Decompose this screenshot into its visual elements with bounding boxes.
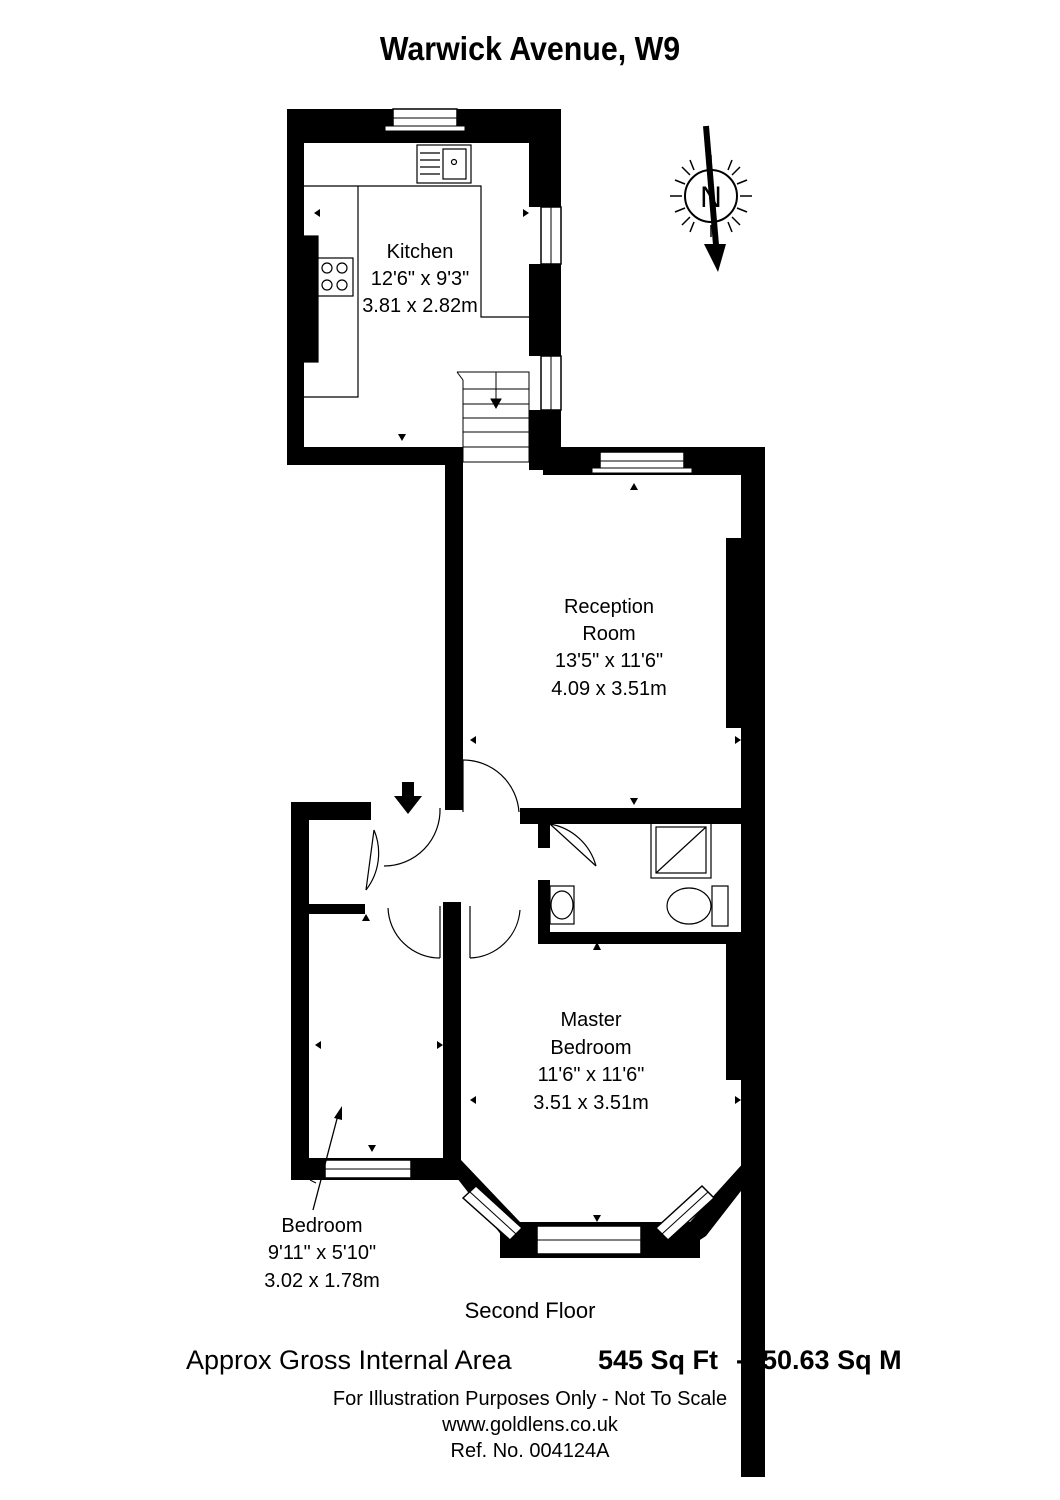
entrance-arrow-icon (394, 782, 422, 814)
area-sq-ft: 545 Sq Ft (598, 1345, 719, 1375)
reception-name-2: Room (582, 623, 635, 645)
floor-name: Second Floor (464, 1298, 596, 1323)
reception-imperial: 13'5" x 11'6" (555, 650, 663, 672)
kitchen-name: Kitchen (387, 241, 454, 263)
master-bedroom-name-2: Bedroom (550, 1037, 631, 1059)
kitchen-imperial: 12'6" x 9'3" (371, 268, 470, 290)
reception-walls (445, 447, 765, 1477)
master-bedroom-label: Master Bedroom 11'6" x 11'6" 3.51 x 3.51… (533, 1009, 649, 1114)
area-sq-m: 50.63 Sq M (762, 1345, 902, 1375)
bay-windows (461, 1184, 716, 1255)
bedroom-label: Bedroom 9'11" x 5'10" 3.02 x 1.78m (264, 1215, 380, 1292)
reception-name-1: Reception (564, 596, 654, 618)
plan-title: Warwick Avenue, W9 (379, 30, 681, 67)
disclaimer: For Illustration Purposes Only - Not To … (332, 1388, 728, 1410)
kitchen-metric: 3.81 x 2.82m (362, 295, 478, 317)
bedroom-imperial: 9'11" x 5'10" (268, 1242, 376, 1264)
kitchen-label: Kitchen 12'6" x 9'3" 3.81 x 2.82m (362, 241, 478, 317)
wall-markers (314, 209, 741, 1222)
master-bedroom-name-1: Master (560, 1009, 621, 1031)
kitchen-side-windows (540, 206, 562, 411)
compass-icon (670, 125, 752, 272)
bathroom-fittings (549, 821, 729, 927)
master-bedroom-imperial: 11'6" x 11'6" (538, 1064, 645, 1086)
stairs (456, 371, 530, 463)
reception-window (591, 451, 693, 474)
bedroom-window (309, 1158, 412, 1184)
master-bedroom-metric: 3.51 x 3.51m (533, 1092, 649, 1114)
bedroom-name: Bedroom (281, 1215, 362, 1237)
hall-walls (291, 802, 746, 1180)
kitchen-units (303, 144, 529, 398)
website: www.goldlens.co.uk (442, 1414, 618, 1436)
area-label: Approx Gross Internal Area (186, 1345, 512, 1375)
bedroom-metric: 3.02 x 1.78m (264, 1270, 380, 1292)
bedroom-pointer-icon (312, 1106, 342, 1211)
reception-metric: 4.09 x 3.51m (551, 678, 667, 700)
kitchen-walls (287, 109, 765, 475)
reference-number: Ref. No. 004124A (450, 1440, 610, 1462)
kitchen-window (384, 108, 466, 132)
area-separator: - (736, 1345, 745, 1375)
compass-letter: N (700, 181, 722, 214)
doors (365, 759, 597, 959)
reception-label: Reception Room 13'5" x 11'6" 4.09 x 3.51… (551, 596, 667, 700)
